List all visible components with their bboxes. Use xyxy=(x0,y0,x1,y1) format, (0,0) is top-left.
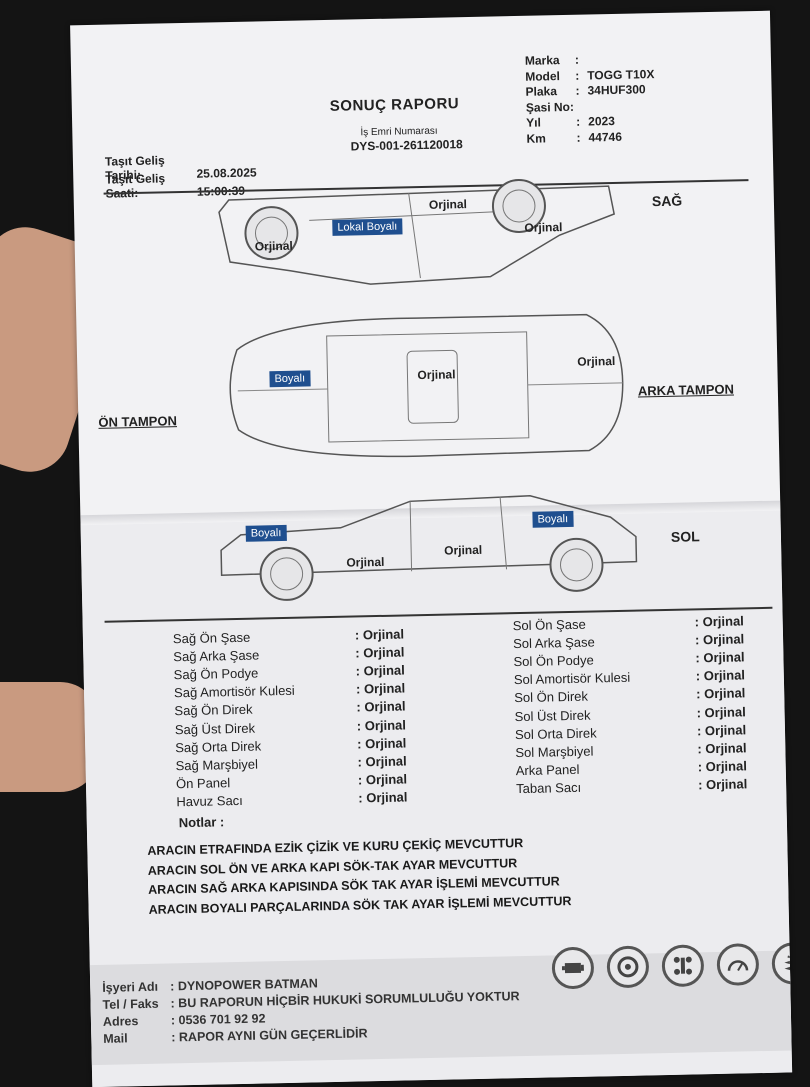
part-name: Sağ Ön Podye xyxy=(173,665,259,683)
part-name: Sağ Orta Direk xyxy=(175,738,262,756)
tag-left-original-2: Orjinal xyxy=(444,542,483,558)
label-left-side: SOL xyxy=(670,528,700,545)
part-status: : Orjinal xyxy=(696,685,746,702)
part-name: Ön Panel xyxy=(175,775,231,792)
notes-list: ARACIN ETRAFINDA EZİK ÇİZİK VE KURU ÇEKİ… xyxy=(147,835,571,922)
tag-top-original-2: Orjinal xyxy=(577,353,616,369)
tag-right-original-1: Orjinal xyxy=(428,197,468,212)
part-name: Sağ Arka Şase xyxy=(173,647,260,665)
vehicle-info: Marka: Model:TOGG T10X Plaka:34HUF300 Şa… xyxy=(525,51,656,147)
part-status: : Orjinal xyxy=(355,644,405,661)
part-name: Arka Panel xyxy=(515,761,580,779)
suspension-icon xyxy=(661,944,705,988)
part-status: : Orjinal xyxy=(696,722,747,739)
part-status: : Orjinal xyxy=(695,667,746,684)
shock-absorber-icon xyxy=(771,941,793,985)
part-name: Sol Amortisör Kulesi xyxy=(513,669,631,688)
part-status: : Orjinal xyxy=(354,626,405,643)
part-status: : Orjinal xyxy=(697,758,748,775)
part-name: Sol Orta Direk xyxy=(514,725,597,742)
part-status: : Orjinal xyxy=(697,740,747,757)
part-status: : Orjinal xyxy=(697,776,748,793)
tag-top-original-1: Orjinal xyxy=(417,367,456,383)
part-status: : Orjinal xyxy=(355,662,405,679)
part-name: Sağ Marşbiyel xyxy=(175,756,259,774)
tag-left-original-1: Orjinal xyxy=(346,554,385,570)
report-sheet: SONUÇ RAPORU İş Emri Numarası DYS-001-26… xyxy=(70,10,793,1087)
tag-left-painted-front: Boyalı xyxy=(245,524,287,542)
tag-right-local-painted: Lokal Boyalı xyxy=(332,218,403,236)
engine-icon xyxy=(551,946,595,990)
notes-label: Notlar : xyxy=(178,814,225,831)
brake-disc-icon xyxy=(606,945,650,989)
part-name: Sağ Ön Şase xyxy=(172,629,251,646)
car-right-side-diagram xyxy=(218,178,616,285)
part-name: Sol Ön Direk xyxy=(514,688,589,706)
arrival-time-label: Taşıt Geliş Saati: xyxy=(105,171,166,200)
vehicle-row-plate: Plaka:34HUF300 xyxy=(525,82,646,99)
report-title: SONUÇ RAPORU xyxy=(329,95,460,115)
label-front-bumper: ÖN TAMPON xyxy=(98,413,178,430)
part-status: : Orjinal xyxy=(356,698,406,715)
tag-left-painted-rear: Boyalı xyxy=(532,510,574,528)
work-order-number: DYS-001-261120018 xyxy=(350,137,463,154)
part-status: : Orjinal xyxy=(696,703,746,720)
label-right-side: SAĞ xyxy=(651,192,683,210)
part-status: : Orjinal xyxy=(357,771,408,788)
part-name: Sol Marşbiyel xyxy=(515,743,594,761)
part-status: : Orjinal xyxy=(357,735,407,752)
speedometer-icon xyxy=(716,943,760,986)
part-status: : Orjinal xyxy=(695,649,745,666)
work-order-label: İş Emri Numarası xyxy=(360,125,438,139)
part-status: : Orjinal xyxy=(694,612,744,629)
part-name: Havuz Sacı xyxy=(176,793,243,810)
label-rear-bumper: ARKA TAMPON xyxy=(637,381,735,399)
part-status: : Orjinal xyxy=(357,753,407,770)
part-status: : Orjinal xyxy=(355,680,406,697)
part-name: Sol Arka Şase xyxy=(512,634,595,651)
tag-right-original-3: Orjinal xyxy=(524,220,563,235)
part-name: Sol Ön Podye xyxy=(513,652,594,670)
vehicle-row-km: Km:44746 xyxy=(526,129,623,146)
part-status: : Orjinal xyxy=(356,716,407,734)
part-name: Sağ Amortisör Kulesi xyxy=(173,682,295,701)
part-name: Taban Sacı xyxy=(516,780,582,797)
part-status: : Orjinal xyxy=(694,631,745,648)
part-name: Sol Üst Direk xyxy=(514,707,591,724)
car-top-view-diagram xyxy=(229,313,624,458)
tag-right-original-2: Orjinal xyxy=(254,238,293,254)
part-name: Sol Ön Şase xyxy=(512,616,586,633)
part-name: Sağ Ön Direk xyxy=(174,702,253,719)
car-left-side-diagram xyxy=(220,495,638,601)
part-name: Sağ Üst Direk xyxy=(174,720,256,737)
part-status: : Orjinal xyxy=(358,789,408,806)
service-icons xyxy=(551,941,793,990)
tag-top-painted: Boyalı xyxy=(269,370,311,388)
